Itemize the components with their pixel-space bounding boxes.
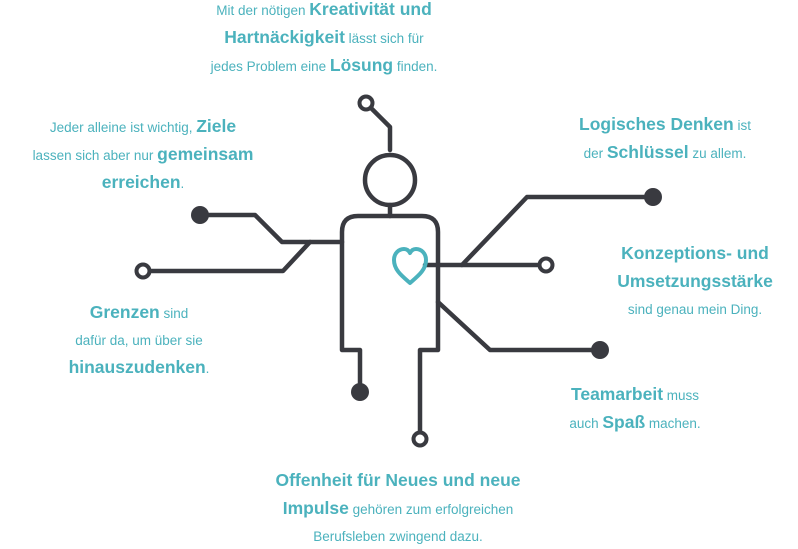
note-konzeption: Konzeptions- und Umsetzungsstärke sind g… (585, 240, 798, 323)
note-keyword: gemeinsam (157, 144, 254, 164)
note-text: muss (663, 388, 700, 403)
note-text: ist (733, 118, 751, 133)
note-grenzen: Grenzen sind dafür da, um über sie hinau… (30, 299, 248, 382)
note-text: sind genau mein Ding. (627, 302, 763, 317)
node-right-upper-filled (644, 188, 662, 206)
note-text: lässt sich für (344, 31, 424, 46)
note-keyword: Umsetzungsstärke (617, 271, 773, 291)
antenna-line (368, 105, 393, 153)
node-left-upper-filled (191, 206, 209, 224)
left-lower-circuit-line (140, 239, 313, 274)
note-keyword: Konzeptions- und (621, 243, 769, 263)
note-text: gehören zum erfolgreichen (348, 502, 514, 517)
note-keyword: Lösung (329, 55, 394, 75)
note-text: Mit der nötigen (216, 3, 310, 18)
note-text: machen. (645, 416, 701, 431)
note-keyword: Logisches Denken (579, 114, 734, 134)
figure-body (339, 213, 441, 435)
figure-head (362, 152, 418, 208)
note-teamarbeit: Teamarbeit muss auch Spaß machen. (530, 381, 740, 437)
note-offenheit: Offenheit für Neues und neue Impulse geh… (228, 467, 568, 549)
note-text: Jeder alleine ist wichtig, (49, 120, 197, 135)
note-keyword: Kreativität und (309, 0, 432, 19)
note-text: Berufsleben zwingend dazu. (313, 529, 483, 544)
note-text: lassen sich aber nur (32, 148, 158, 163)
node-right-lower-filled (591, 341, 609, 359)
note-keyword: Spaß (602, 412, 646, 432)
right-lower-circuit-line (435, 299, 603, 353)
note-text: der (583, 146, 607, 161)
note-keyword: Offenheit für Neues und neue (275, 470, 521, 490)
note-keyword: Hartnäckigkeit (224, 27, 345, 47)
note-text: auch (569, 416, 603, 431)
note-text: zu allem. (688, 146, 747, 161)
node-antenna-open (357, 94, 375, 112)
note-keyword: Schlüssel (606, 142, 689, 162)
note-text: finden. (393, 59, 438, 74)
node-right-middle-open (537, 256, 555, 274)
note-keyword: Impulse (282, 498, 349, 518)
heart-icon (392, 247, 428, 285)
note-ziele: Jeder alleine ist wichtig, Ziele lassen … (0, 113, 286, 197)
node-right-leg-open (411, 430, 429, 448)
note-text: . (205, 361, 210, 376)
note-kreativitaet: Mit der nötigen Kreativität und Hartnäck… (174, 0, 474, 80)
note-text: . (180, 176, 185, 191)
node-left-leg-filled (351, 383, 369, 401)
note-logisch: Logisches Denken ist der Schlüssel zu al… (545, 111, 785, 167)
note-keyword: Ziele (196, 116, 237, 136)
note-keyword: hinauszudenken (68, 357, 206, 377)
note-text: dafür da, um über sie (75, 333, 203, 348)
note-text: jedes Problem eine (210, 59, 330, 74)
note-keyword: Grenzen (89, 302, 160, 322)
note-keyword: Teamarbeit (570, 384, 664, 404)
note-text: sind (159, 306, 189, 321)
right-upper-circuit-line (459, 194, 656, 268)
left-upper-circuit-line (197, 212, 345, 245)
node-left-lower-open (134, 262, 152, 280)
note-keyword: erreichen (101, 172, 181, 192)
